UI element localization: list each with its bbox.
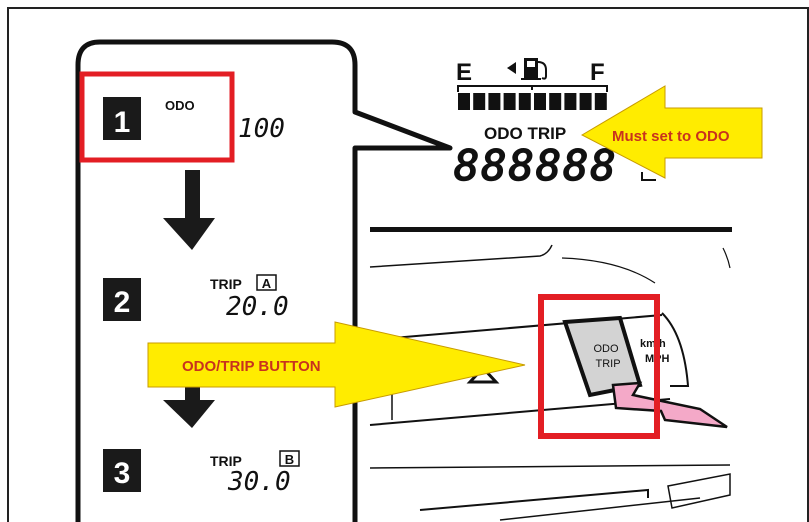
fuel-bar-segment [503, 93, 516, 110]
gauge-full-label: F [590, 59, 605, 86]
fuel-bar-segment [579, 93, 592, 110]
step2-sub: A [262, 276, 272, 291]
must-set-arrow [580, 85, 763, 179]
step3-badge [103, 449, 141, 492]
fuel-bar-segment [549, 93, 562, 110]
step1-badge [103, 97, 141, 140]
speed-unit-kmh: km/h [640, 338, 666, 350]
step2-value: 20.0 [226, 292, 289, 322]
fuel-level-bars [458, 93, 607, 110]
button-highlight-box [538, 294, 660, 439]
fuel-bar-segment [458, 93, 470, 110]
step3-sub-box [279, 450, 300, 467]
fuel-bar-segment [473, 93, 486, 110]
arrow-down-icon [163, 170, 215, 250]
step3-value: 30.0 [227, 467, 291, 497]
fuel-bar-segment [594, 93, 607, 110]
step2-mode: TRIP [210, 276, 242, 292]
step3-mode: TRIP [210, 453, 242, 469]
fuel-bar-segment [534, 93, 546, 110]
arrow-down-icon [163, 385, 215, 428]
gauge-bracket [457, 85, 608, 92]
gauge-mode-label: ODO TRIP [484, 124, 566, 143]
button-label-line2: TRIP [595, 358, 620, 370]
image-frame [7, 7, 809, 522]
fuel-pump-icon [507, 58, 547, 80]
step1-highlight-box [79, 71, 235, 163]
step1-number: 1 [114, 106, 131, 139]
press-arrow-icon [611, 381, 728, 429]
step2-badge [103, 278, 141, 321]
button-callout-label: ODO/TRIP BUTTON [182, 358, 321, 375]
step3-number: 3 [114, 457, 131, 490]
button-callout-arrow [147, 321, 526, 408]
step2-sub-box [256, 274, 277, 291]
fuel-bar-segment [488, 93, 501, 110]
step1-value: 100 [238, 114, 285, 144]
fuel-bar-segment [518, 93, 531, 110]
odometer-digits: 888888 [454, 141, 618, 190]
step3-sub: B [285, 452, 294, 467]
button-label-line1: ODO [593, 343, 619, 355]
fuel-bar-segment [564, 93, 577, 110]
step1-mode: ODO [165, 98, 195, 113]
must-set-label: Must set to ODO [612, 128, 730, 145]
gauge-empty-label: E [456, 59, 472, 86]
step2-number: 2 [114, 286, 131, 319]
odometer-unit-mark [641, 172, 656, 181]
